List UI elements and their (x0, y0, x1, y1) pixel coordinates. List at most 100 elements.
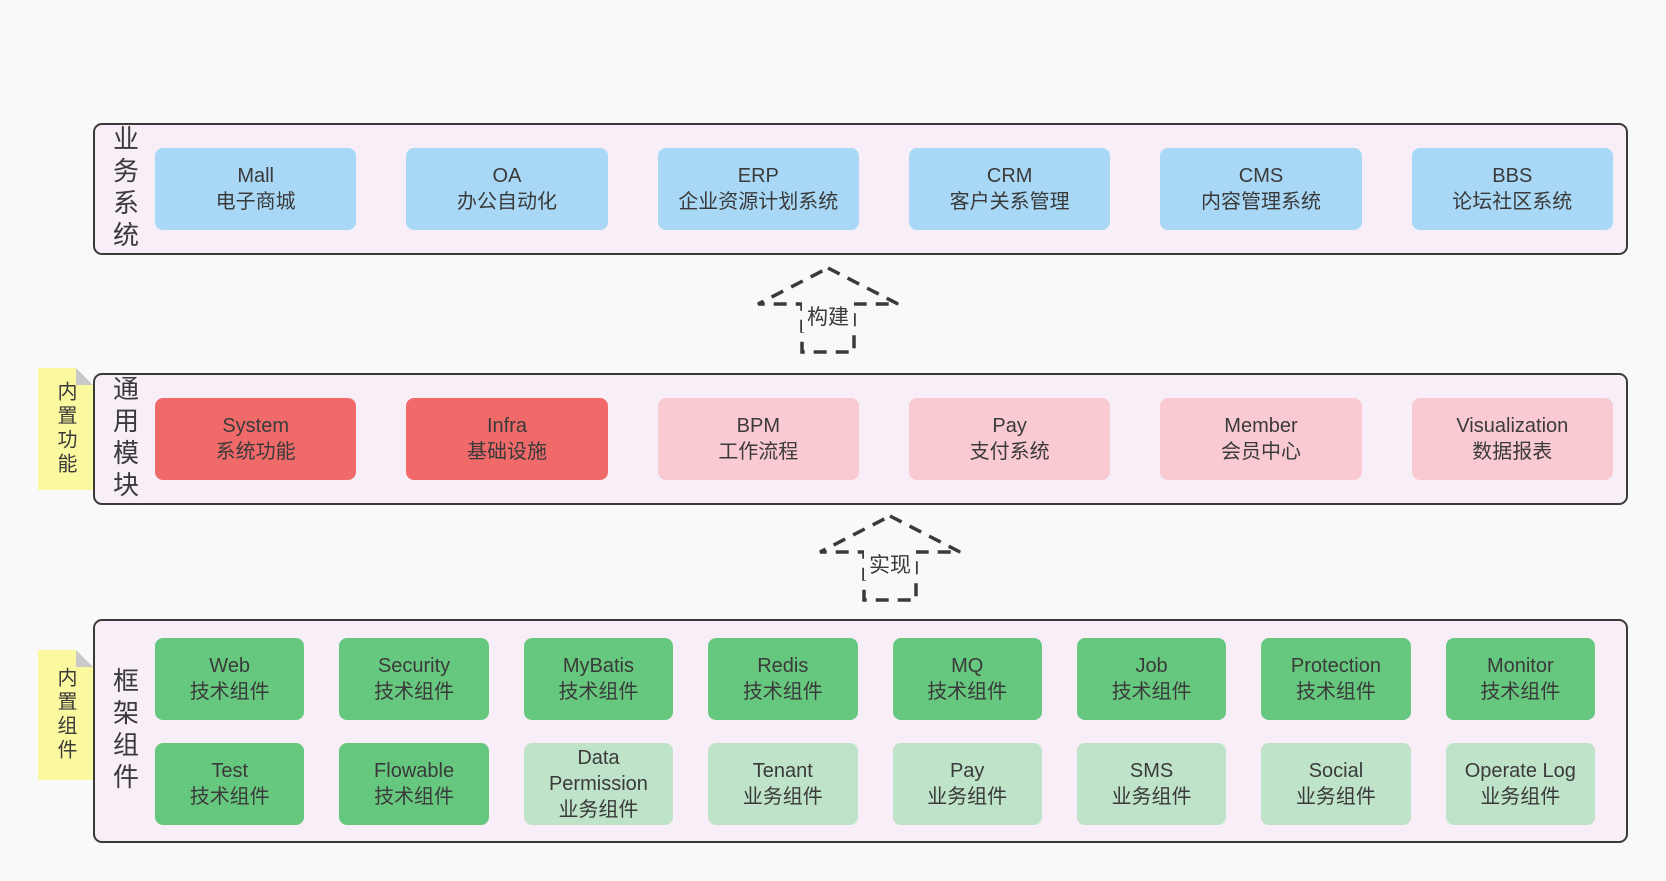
component-box-job: Job 技术组件 (1076, 637, 1227, 720)
sticky-note-built-in-components: 内置组件 (38, 650, 93, 780)
band-label-framework-components: 框架组件 (109, 667, 140, 795)
component-box-social: Social 业务组件 (1261, 742, 1411, 825)
component-subtitle: 会员中心 (1220, 441, 1301, 463)
component-box-test: Test 技术组件 (155, 742, 305, 825)
component-title: Pay (949, 759, 985, 782)
component-box-mq: MQ 技术组件 (892, 637, 1042, 720)
dashed-up-arrow-build: 构建 (753, 266, 903, 354)
component-subtitle: 技术组件 (1480, 680, 1561, 703)
dashed-up-arrow-implement: 实现 (815, 514, 965, 602)
component-box-sms: SMS 业务组件 (1076, 742, 1227, 825)
sticky-note-paper (38, 368, 93, 490)
component-subtitle: 技术组件 (1295, 680, 1376, 703)
component-title: Operate Log (1464, 759, 1576, 782)
component-title: Visualization (1456, 415, 1569, 437)
component-box-data-permission: Data Permission 业务组件 (523, 742, 674, 825)
component-subtitle: 业务组件 (927, 785, 1008, 808)
arrow-label-implement: 实现 (864, 548, 916, 580)
component-box-visualization: Visualization 数据报表 (1411, 398, 1613, 480)
component-box-operate-log: Operate Log 业务组件 (1445, 742, 1595, 825)
component-subtitle: 数据报表 (1472, 441, 1553, 463)
component-box-mybatis: MyBatis 技术组件 (523, 637, 674, 720)
component-title: Pay (992, 415, 1027, 437)
component-box-crm: CRM 客户关系管理 (908, 148, 1111, 230)
component-box-bpm: BPM 工作流程 (657, 398, 859, 480)
component-subtitle: 技术组件 (927, 680, 1008, 703)
component-subtitle: 客户关系管理 (949, 191, 1070, 213)
band-label-common-modules: 通用模块 (109, 375, 140, 503)
component-title: Social (1308, 759, 1364, 782)
band-common-modules: 通用模块 System 系统功能 Infra 基础设施 BPM 工作流程 Pay 支付系统 Me… (93, 373, 1628, 505)
component-box-tenant: Tenant 业务组件 (708, 742, 858, 825)
component-subtitle: 技术组件 (374, 785, 455, 808)
component-box-redis: Redis 技术组件 (708, 637, 858, 720)
component-box-infra: Infra 基础设施 (406, 398, 608, 480)
component-title: CRM (986, 165, 1033, 187)
component-title: Flowable (374, 759, 455, 782)
component-title: Monitor (1486, 654, 1554, 677)
component-subtitle: 技术组件 (189, 785, 270, 808)
component-box-bbs: BBS 论坛社区系统 (1411, 148, 1613, 230)
component-title: BBS (1492, 165, 1533, 187)
component-title: MQ (951, 654, 984, 677)
sticky-note-paper (38, 650, 93, 780)
band-boxes-common-modules: System 系统功能 Infra 基础设施 BPM 工作流程 Pay 支付系统 Member 会… (155, 375, 1613, 503)
component-title: Protection (1290, 654, 1381, 677)
component-title: MyBatis (562, 654, 634, 677)
component-box-web: Web 技术组件 (155, 637, 305, 720)
component-title: Redis (757, 654, 809, 677)
component-title: Test (211, 759, 249, 782)
component-title: Tenant (752, 759, 813, 782)
band-label-business-systems: 业务系统 (109, 125, 140, 253)
component-box-pay: Pay 支付系统 (908, 398, 1111, 480)
component-subtitle: 内容管理系统 (1200, 191, 1321, 213)
component-title: OA (492, 165, 522, 187)
component-subtitle: 办公自动化 (456, 191, 557, 213)
component-title: ERP (737, 165, 779, 187)
component-subtitle: 业务组件 (1295, 785, 1376, 808)
component-box-system: System 系统功能 (155, 398, 357, 480)
sticky-note-label: 内置功能 (54, 381, 76, 477)
component-box-member: Member 会员中心 (1160, 398, 1362, 480)
component-subtitle: 技术组件 (558, 680, 639, 703)
component-subtitle: 技术组件 (374, 680, 455, 703)
component-box-oa: OA 办公自动化 (406, 148, 608, 230)
component-title: Security (377, 654, 451, 677)
component-subtitle: 论坛社区系统 (1452, 191, 1573, 213)
component-subtitle: 业务组件 (1480, 785, 1561, 808)
component-subtitle: 工作流程 (718, 441, 799, 463)
component-subtitle: 技术组件 (189, 680, 270, 703)
component-subtitle: 支付系统 (969, 441, 1050, 463)
component-subtitle: 业务组件 (1111, 785, 1192, 808)
component-subtitle: 系统功能 (215, 441, 296, 463)
component-title: Mall (237, 165, 274, 187)
component-subtitle: 技术组件 (742, 680, 823, 703)
component-box-security: Security 技术组件 (339, 637, 489, 720)
component-title: Member (1224, 415, 1298, 437)
component-subtitle: 基础设施 (466, 441, 547, 463)
component-title: System (222, 415, 289, 437)
arrow-label-build: 构建 (802, 300, 854, 332)
component-box-monitor: Monitor 技术组件 (1445, 637, 1595, 720)
component-title: SMS (1129, 759, 1174, 782)
component-title: Infra (486, 415, 527, 437)
component-subtitle: 技术组件 (1111, 680, 1192, 703)
component-title: BPM (736, 415, 780, 437)
component-box-pay: Pay 业务组件 (892, 742, 1042, 825)
component-subtitle: 业务组件 (558, 798, 639, 821)
component-title: Data Permission (548, 746, 648, 795)
component-subtitle: 业务组件 (742, 785, 823, 808)
component-title: Job (1135, 654, 1168, 677)
component-title: Web (209, 654, 251, 677)
